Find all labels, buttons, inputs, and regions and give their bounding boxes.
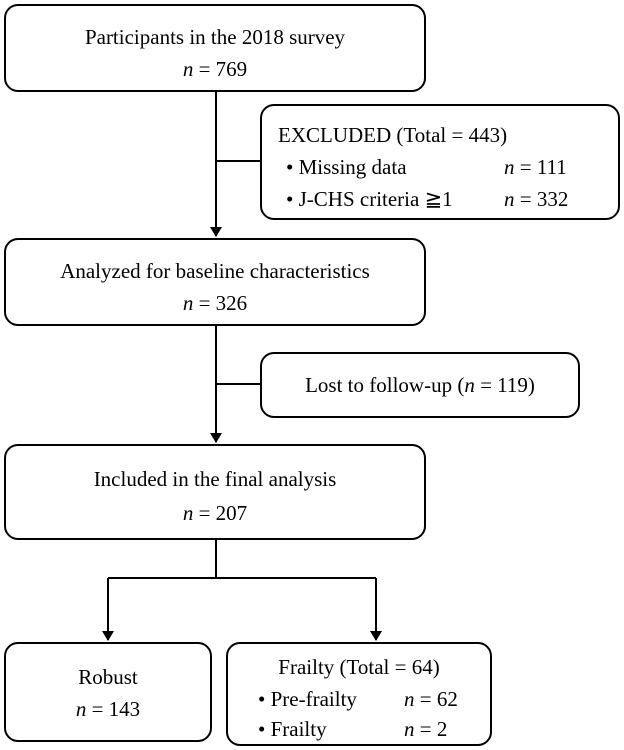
- excluded-item-jchs: • J-CHS criteria ≧1: [286, 187, 453, 211]
- participants-title: Participants in the 2018 survey: [84, 25, 346, 49]
- frailty-item-frailty-count: n = 2: [404, 717, 448, 741]
- robust-box: Robust n = 143: [4, 642, 212, 742]
- frailty-item-frailty: • Frailty: [258, 717, 327, 741]
- excluded-box: EXCLUDED (Total = 443) • Missing data n …: [260, 104, 620, 220]
- frailty-title: Frailty (Total = 64): [278, 655, 440, 679]
- frailty-box: Frailty (Total = 64) • Pre-frailty n = 6…: [226, 642, 492, 746]
- excluded-title: EXCLUDED (Total = 443): [278, 123, 508, 147]
- robust-count: n = 143: [75, 697, 141, 721]
- lost-label: Lost to follow-up (n = 119): [305, 373, 535, 397]
- participants-count: n = 769: [182, 57, 248, 81]
- lost-box: Lost to follow-up (n = 119): [260, 352, 580, 418]
- frailty-item-pre-count: n = 62: [404, 687, 458, 711]
- excluded-item-missing: • Missing data: [286, 155, 407, 179]
- analyzed-title: Analyzed for baseline characteristics: [60, 259, 370, 283]
- analyzed-count: n = 326: [182, 291, 248, 315]
- excluded-item-jchs-count: n = 332: [504, 187, 569, 211]
- included-count: n = 207: [182, 501, 248, 525]
- included-title: Included in the final analysis: [93, 467, 337, 491]
- frailty-item-pre: • Pre-frailty: [258, 687, 357, 711]
- participants-box: Participants in the 2018 survey n = 769: [4, 4, 426, 92]
- robust-title: Robust: [78, 665, 138, 689]
- analyzed-box: Analyzed for baseline characteristics n …: [4, 238, 426, 326]
- excluded-item-missing-count: n = 111: [504, 155, 567, 179]
- included-box: Included in the final analysis n = 207: [4, 444, 426, 540]
